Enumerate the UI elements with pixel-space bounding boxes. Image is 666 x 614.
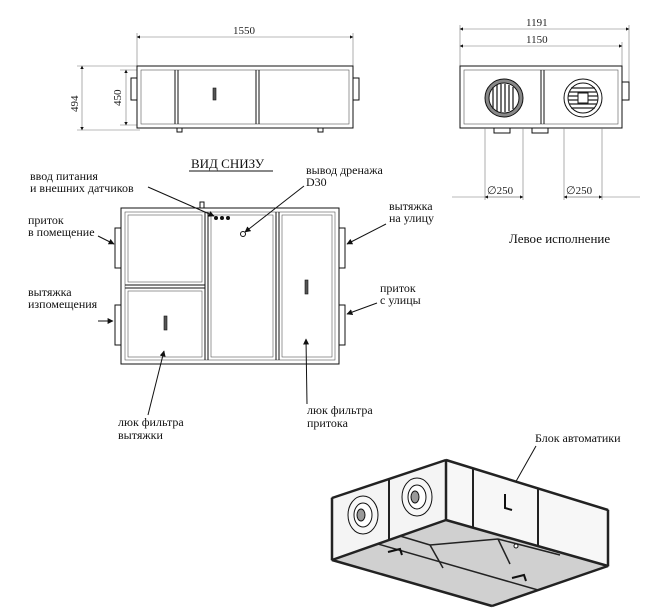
bottom-body	[120, 207, 340, 365]
bottom-view: ВИД СНИЗУ ввод питания и внешних датчико…	[28, 156, 434, 442]
iso-duct-left	[347, 495, 379, 535]
drain-outlet	[240, 231, 246, 237]
side-view-caption: Левое исполнение	[509, 231, 610, 246]
drain-label-1: вывод дренажа	[306, 163, 384, 177]
supply-room-label-1: приток	[28, 213, 64, 227]
exhaust-room-port	[114, 304, 122, 346]
exhaust-room-label-1: вытяжка	[28, 285, 72, 299]
front-width-dim: 1550	[233, 25, 256, 37]
bottom-view-title: ВИД СНИЗУ	[191, 156, 265, 171]
supply-street-label-1: приток	[380, 281, 416, 295]
supply-filter-hatch	[281, 214, 333, 358]
duct-right	[563, 78, 603, 118]
supply-hatch-handle	[304, 279, 309, 295]
side-view: 1191 1150	[452, 17, 640, 246]
exhaust-filter-hatch	[127, 290, 203, 358]
front-handle	[212, 87, 217, 101]
supply-room-port	[114, 227, 122, 269]
exhaust-room-label-2: изпомещения	[28, 297, 98, 311]
supply-room-label-2: в помещение	[28, 225, 95, 239]
supply-street-port	[338, 304, 346, 346]
filter-exhaust-label-2: вытяжки	[118, 428, 163, 442]
drain-label-2: D30	[306, 175, 327, 189]
duct-right-dim: ∅250	[566, 185, 593, 197]
power-input-port	[214, 216, 218, 220]
iso-duct-right	[401, 477, 433, 517]
exhaust-hatch-handle	[163, 315, 168, 331]
exhaust-street-label-2: на улицу	[389, 211, 434, 225]
filter-supply-label-1: люк фильтра	[307, 403, 373, 417]
front-height-outer-dim: 494	[69, 95, 81, 112]
exhaust-street-port	[338, 227, 346, 269]
front-body	[136, 65, 354, 129]
exhaust-street-label-1: вытяжка	[389, 199, 433, 213]
duct-left-dim: ∅250	[487, 185, 514, 197]
front-view: 1550 494 450	[69, 25, 360, 133]
automation-label: Блок автоматики	[535, 431, 621, 445]
supply-street-label-2: с улицы	[380, 293, 421, 307]
filter-supply-label-2: притока	[307, 416, 349, 430]
front-height-inner-dim: 450	[112, 89, 124, 106]
side-width-inner-dim: 1150	[526, 34, 548, 46]
duct-left	[484, 78, 524, 118]
power-input-label-1: ввод питания	[30, 169, 98, 183]
filter-exhaust-label-1: люк фильтра	[118, 415, 184, 429]
iso-automation-handle	[504, 494, 513, 511]
side-width-outer-dim: 1191	[526, 17, 548, 29]
power-input-label-2: и внешних датчиков	[30, 181, 134, 195]
isometric-view: Блок автоматики	[330, 431, 621, 608]
